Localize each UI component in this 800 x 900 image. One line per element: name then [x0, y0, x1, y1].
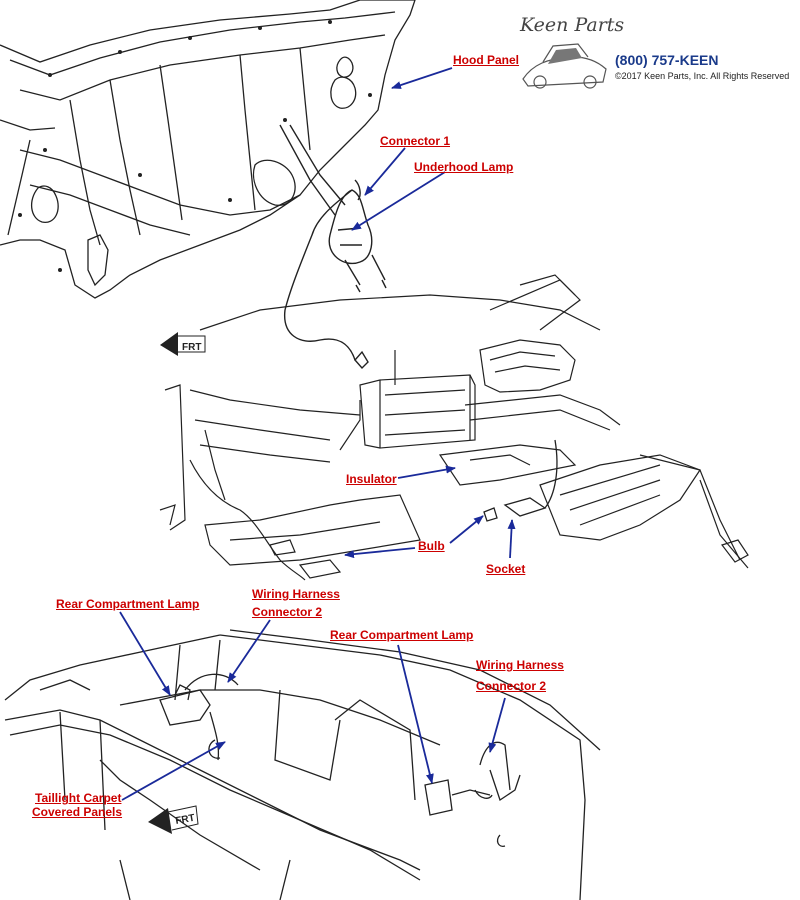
label-connector-2-right: Connector 2	[476, 679, 547, 693]
leader-arrows	[119, 67, 516, 801]
label-wiring-harness-right: Wiring Harness	[476, 658, 564, 672]
brand-phone: (800) 757-KEEN	[615, 52, 719, 68]
frt-label-bottom: FRT	[175, 813, 196, 827]
brand-logo-text: Keen Parts	[520, 14, 625, 36]
label-covered-panels: Covered Panels	[32, 805, 123, 819]
label-insulator: Insulator	[346, 472, 397, 486]
rear-compartment-drawing	[4, 629, 601, 900]
frt-label-top: FRT	[182, 342, 201, 353]
keen-parts-brand: Keen Parts (800) 757-KEEN ©2017 Keen Par…	[518, 14, 790, 89]
front-direction-marker-bottom	[148, 805, 199, 834]
label-socket: Socket	[486, 562, 526, 576]
label-bulb: Bulb	[418, 539, 445, 553]
label-wiring-harness-left: Wiring Harness	[252, 587, 340, 601]
bulb-and-socket	[483, 439, 558, 522]
hood-panel-drawing	[0, 0, 416, 299]
corvette-logo-icon	[522, 43, 607, 89]
underhood-lamp-assembly	[279, 124, 387, 370]
label-hood-panel: Hood Panel	[453, 53, 520, 67]
label-connector-1: Connector 1	[380, 134, 451, 148]
hood-bolt-holes	[18, 20, 372, 272]
front-direction-marker-top	[160, 332, 206, 356]
cabin-dash-drawing	[159, 274, 749, 581]
label-underhood-lamp: Underhood Lamp	[414, 160, 514, 174]
label-rear-compartment-lamp-left: Rear Compartment Lamp	[56, 597, 200, 611]
brand-copyright: ©2017 Keen Parts, Inc. All Rights Reserv…	[615, 71, 790, 81]
label-rear-compartment-lamp-right: Rear Compartment Lamp	[330, 628, 474, 642]
label-connector-2-left: Connector 2	[252, 605, 323, 619]
label-taillight-carpet: Taillight Carpet	[35, 791, 122, 805]
